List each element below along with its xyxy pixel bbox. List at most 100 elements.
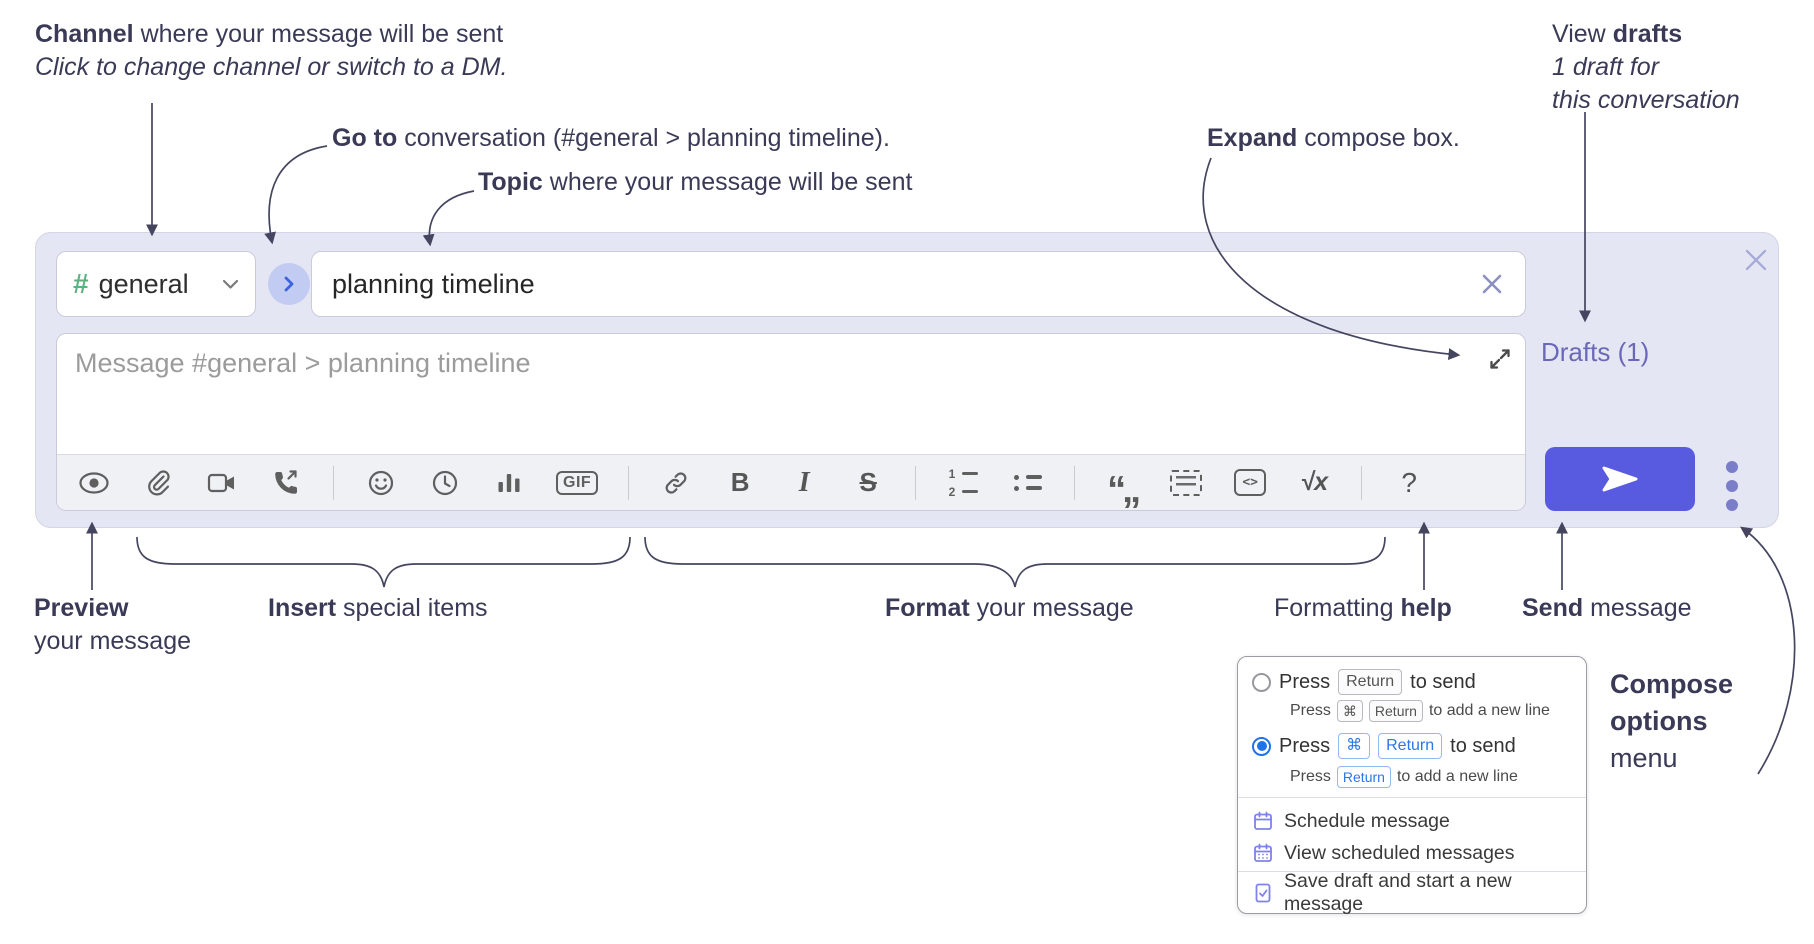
close-compose-icon[interactable] — [1741, 245, 1771, 275]
annotation-goto: Go to conversation (#general > planning … — [332, 124, 890, 152]
topic-input[interactable]: planning timeline — [311, 251, 1526, 317]
message-textarea[interactable]: Message #general > planning timeline — [56, 333, 1526, 511]
calendar-icon — [1254, 811, 1272, 830]
radio-unselected-icon[interactable] — [1252, 672, 1271, 692]
annotation-expand: Expand compose box. — [1207, 124, 1460, 152]
popup-divider — [1238, 871, 1586, 872]
toolbar-divider — [628, 465, 630, 500]
phone-outgoing-icon — [275, 469, 298, 494]
drafts-link[interactable]: Drafts (1) — [1541, 337, 1650, 367]
clear-topic-icon[interactable] — [1479, 271, 1505, 297]
compose-box: # general planning timeline Message #gen… — [35, 232, 1779, 528]
channel-hash-icon: # — [73, 268, 89, 299]
chevron-down-icon — [222, 279, 239, 289]
audio-call-button[interactable] — [269, 463, 303, 503]
gif-icon: GIF — [556, 470, 599, 495]
bar-chart-icon — [498, 473, 520, 492]
link-icon — [665, 471, 687, 494]
math-button[interactable]: √x — [1297, 463, 1331, 503]
annotation-preview: Preview your message — [34, 594, 192, 655]
connector-compose-options — [1740, 526, 1796, 775]
send-button[interactable] — [1545, 447, 1695, 511]
toolbar-divider — [333, 465, 334, 500]
dot-icon — [1726, 499, 1738, 511]
compose-options-menu-button[interactable] — [1726, 461, 1738, 511]
poll-button[interactable] — [492, 463, 526, 503]
italic-icon: I — [798, 466, 810, 498]
global-time-button[interactable] — [428, 463, 462, 503]
gif-button[interactable]: GIF — [556, 463, 599, 503]
video-camera-icon — [207, 473, 234, 492]
quote-icon: “„ — [1107, 468, 1141, 511]
eye-icon — [79, 471, 109, 494]
quote-button[interactable]: “„ — [1105, 463, 1141, 511]
question-mark-icon: ? — [1401, 466, 1417, 498]
radio-selected-icon[interactable] — [1252, 736, 1271, 756]
option-return-subtext: Press ⌘ Return to add a new line — [1290, 699, 1550, 723]
chevron-right-icon — [284, 276, 294, 292]
toolbar-divider — [915, 465, 917, 500]
go-to-conversation-button[interactable] — [268, 263, 310, 305]
strikethrough-icon: S — [859, 467, 877, 497]
annotation-compose-options: Compose options menu — [1610, 669, 1734, 773]
kbd-cmd: ⌘ — [1336, 700, 1363, 722]
math-icon: √x — [1300, 468, 1328, 496]
topic-value: planning timeline — [332, 268, 535, 299]
video-call-button[interactable] — [205, 463, 239, 503]
menu-item-schedule-message[interactable]: Schedule message — [1252, 805, 1450, 837]
bulleted-list-button[interactable] — [1010, 463, 1044, 503]
connector-goto — [264, 145, 328, 245]
clock-icon — [432, 470, 458, 495]
bold-button[interactable]: B — [723, 463, 757, 503]
annotation-insert: Insert special items — [268, 594, 488, 622]
numbered-list-icon: 1 2 — [949, 468, 978, 498]
send-icon — [1602, 466, 1638, 492]
annotation-format: Format your message — [885, 594, 1134, 622]
dot-icon — [1726, 461, 1738, 473]
spoiler-button[interactable] — [1169, 463, 1203, 503]
toolbar-divider — [1361, 465, 1363, 500]
code-button[interactable]: <> — [1233, 463, 1267, 503]
numbered-list-button[interactable]: 1 2 — [946, 463, 980, 503]
option-cmd-return-subtext: Press Return to add a new line — [1290, 765, 1518, 789]
option-return-to-send[interactable]: Press Return to send — [1252, 667, 1476, 697]
annotation-topic: Topic where your message will be sent — [478, 168, 913, 196]
kbd-cmd: ⌘ — [1338, 733, 1371, 759]
option-cmd-return-to-send[interactable]: Press ⌘ Return to send — [1252, 731, 1516, 761]
annotation-view-drafts: View drafts 1 draft for this conversatio… — [1552, 20, 1740, 114]
annotation-help: Formatting help — [1274, 594, 1452, 622]
emoji-button[interactable] — [364, 463, 398, 503]
formatting-help-button[interactable]: ? — [1392, 463, 1426, 503]
kbd-return: Return — [1336, 766, 1391, 788]
smiley-icon — [368, 470, 394, 495]
popup-divider — [1238, 797, 1586, 798]
compose-options-popup: Press Return to send Press ⌘ Return to a… — [1237, 656, 1587, 915]
paperclip-icon — [148, 469, 170, 495]
draft-check-icon — [1255, 883, 1271, 903]
bold-icon: B — [730, 467, 750, 497]
link-button[interactable] — [659, 463, 693, 503]
strikethrough-button[interactable]: S — [851, 463, 885, 503]
annotation-send: Send message — [1522, 594, 1692, 622]
menu-item-view-scheduled-messages[interactable]: View scheduled messages — [1252, 837, 1515, 869]
message-placeholder: Message #general > planning timeline — [75, 348, 531, 378]
kbd-return: Return — [1368, 700, 1423, 722]
spoiler-icon — [1170, 469, 1203, 496]
italic-button[interactable]: I — [787, 463, 821, 503]
menu-item-save-draft[interactable]: Save draft and start a new message — [1252, 870, 1586, 915]
brace-format — [644, 536, 1386, 588]
bulleted-list-icon — [1013, 474, 1042, 491]
channel-name: general — [98, 268, 189, 299]
attach-file-button[interactable] — [141, 463, 175, 503]
preview-button[interactable] — [77, 463, 111, 503]
dot-icon — [1726, 480, 1738, 492]
brace-insert — [136, 536, 631, 588]
expand-compose-icon[interactable] — [1487, 346, 1513, 372]
annotation-channel: Channel where your message will be sent … — [35, 20, 508, 81]
channel-selector[interactable]: # general — [56, 251, 256, 317]
toolbar-divider — [1074, 465, 1076, 500]
kbd-return: Return — [1338, 669, 1403, 695]
kbd-return: Return — [1378, 733, 1443, 759]
calendar-grid-icon — [1254, 843, 1272, 862]
compose-toolbar: GIF B I S 1 2 — [57, 454, 1525, 510]
